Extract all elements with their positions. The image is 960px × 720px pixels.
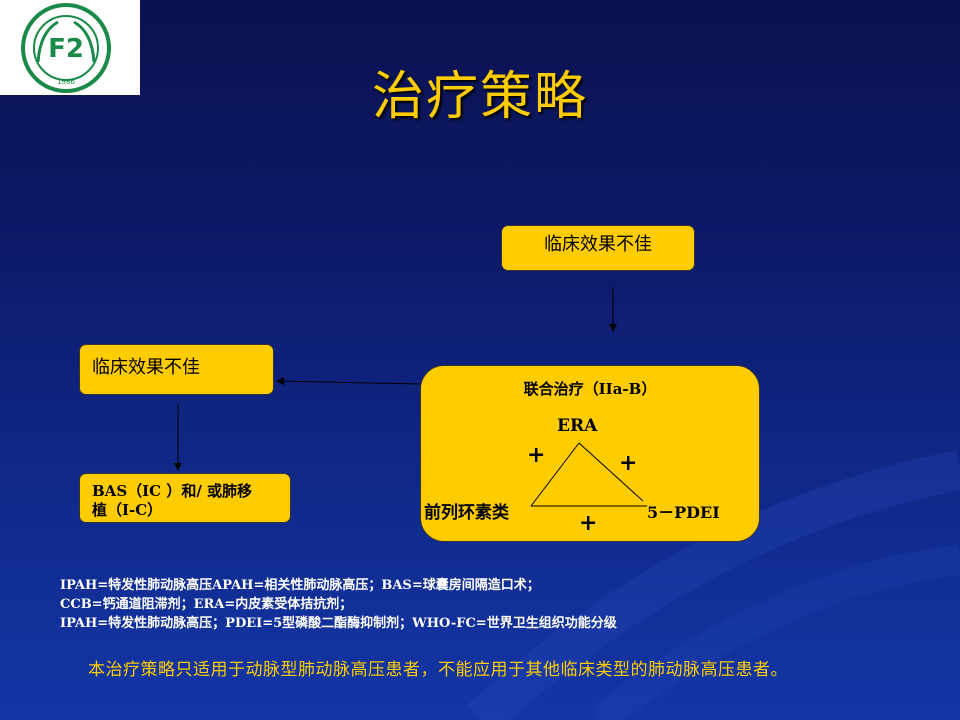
plus-sign: + xyxy=(579,510,598,536)
abbreviations: IPAH=特发性肺动脉高压APAH=相关性肺动脉高压；BAS=球囊房间隔造口术；… xyxy=(60,576,617,633)
bas-line-1: BAS（IC ）和/ 或肺移 xyxy=(92,482,253,500)
slide-title: 治疗策略 xyxy=(371,67,588,127)
plus-sign: + xyxy=(619,450,638,476)
hospital-seal-icon: F2 1986 xyxy=(21,3,111,93)
plus-sign: + xyxy=(527,442,546,468)
logo: F2 1986 xyxy=(0,0,140,95)
svg-text:1986: 1986 xyxy=(57,78,75,86)
abbreviation-line: IPAH=特发性肺动脉高压APAH=相关性肺动脉高压；BAS=球囊房间隔造口术； xyxy=(60,578,540,593)
abbreviation-line: IPAH=特发性肺动脉高压；PDEI=5型磷酸二酯酶抑制剂；WHO-FC=世界卫… xyxy=(60,616,617,631)
box-poor-response-top: 临床效果不佳 xyxy=(501,225,695,271)
footnote: 本治疗策略只适用于动脉型肺动脉高压患者，不能应用于其他临床类型的肺动脉高压患者。 xyxy=(88,660,788,680)
era-label: ERA xyxy=(557,416,598,436)
combo-triangle xyxy=(530,442,647,507)
svg-text:F2: F2 xyxy=(48,34,84,64)
bas-line-2: 植（I-C） xyxy=(92,501,163,519)
box-combination-therapy: 联合治疗（IIa-B） ERA + + + 前列环素类 5－PDEI xyxy=(420,365,760,542)
abbreviation-line: CCB=钙通道阻滞剂；ERA=内皮素受体拮抗剂； xyxy=(60,597,353,612)
box-bas-transplant: BAS（IC ）和/ 或肺移 植（I-C） xyxy=(79,473,291,523)
arrow-combo-to-left xyxy=(276,377,421,386)
pdei-label: 5－PDEI xyxy=(647,503,720,522)
combo-title: 联合治疗（IIa-B） xyxy=(523,380,657,398)
box-poor-response-left: 临床效果不佳 xyxy=(79,344,274,395)
prostacyclin-label: 前列环素类 xyxy=(424,503,509,523)
